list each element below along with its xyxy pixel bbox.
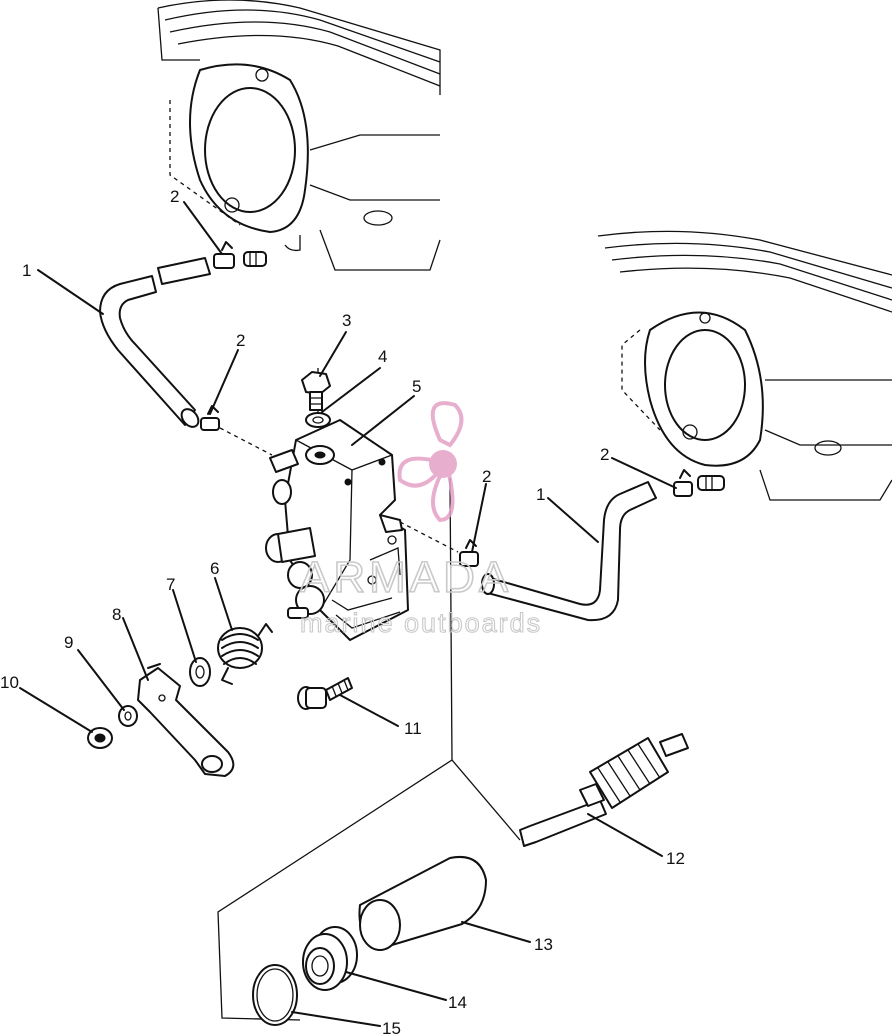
cylinder-right (597, 230, 892, 501)
callout-3-bolt: 3 (342, 311, 351, 330)
callout-12-drive-gear: 12 (666, 849, 685, 868)
watermark-tagline: marine outboards (300, 608, 542, 638)
hose-clamp-4 (673, 469, 725, 497)
leader-lines (19, 201, 677, 1027)
washer-4 (305, 412, 331, 428)
armada-logo-icon (397, 401, 464, 523)
hose-clamp-2 (200, 405, 220, 431)
drive-gear-12 (519, 733, 689, 847)
callout-11-screw: 11 (404, 719, 422, 738)
watermark-brand: ARMADA (300, 553, 512, 602)
callout-9-washer: 9 (64, 633, 73, 652)
callout-4-washer: 4 (378, 347, 387, 366)
callout-10-nut: 10 (0, 673, 19, 692)
bolt-3 (301, 371, 331, 411)
oil-pump-body (265, 419, 409, 641)
washer-7 (189, 657, 211, 687)
seal-14 (302, 926, 358, 991)
callout-15-o-ring: 15 (382, 1019, 401, 1036)
callout-13-bushing: 13 (534, 935, 553, 954)
oil-hose-right (481, 481, 657, 622)
callout-6-spring: 6 (210, 559, 219, 578)
callout-14-seal: 14 (448, 993, 467, 1012)
callout-1-hose-right: 1 (536, 485, 545, 504)
oil-hose-left (99, 257, 211, 428)
pump-lever-8 (137, 663, 235, 777)
spring-6 (217, 623, 273, 685)
callout-2-clamp-mid: 2 (482, 467, 491, 486)
callout-1-hose-left: 1 (22, 261, 31, 280)
washer-9 (118, 705, 138, 727)
callout-2-clamp-top: 2 (170, 187, 179, 206)
callout-8-lever: 8 (112, 605, 121, 624)
bushing-13 (358, 856, 487, 951)
callout-5-pump-body: 5 (412, 377, 421, 396)
callout-2-clamp-left: 2 (236, 331, 245, 350)
hose-clamp-1 (213, 241, 267, 269)
callout-2-clamp-right: 2 (600, 445, 609, 464)
cylinder-left (157, 0, 441, 271)
callout-7-washer: 7 (166, 575, 175, 594)
nut-10 (87, 727, 113, 749)
o-ring-15 (252, 964, 298, 1026)
screw-11 (297, 677, 353, 710)
